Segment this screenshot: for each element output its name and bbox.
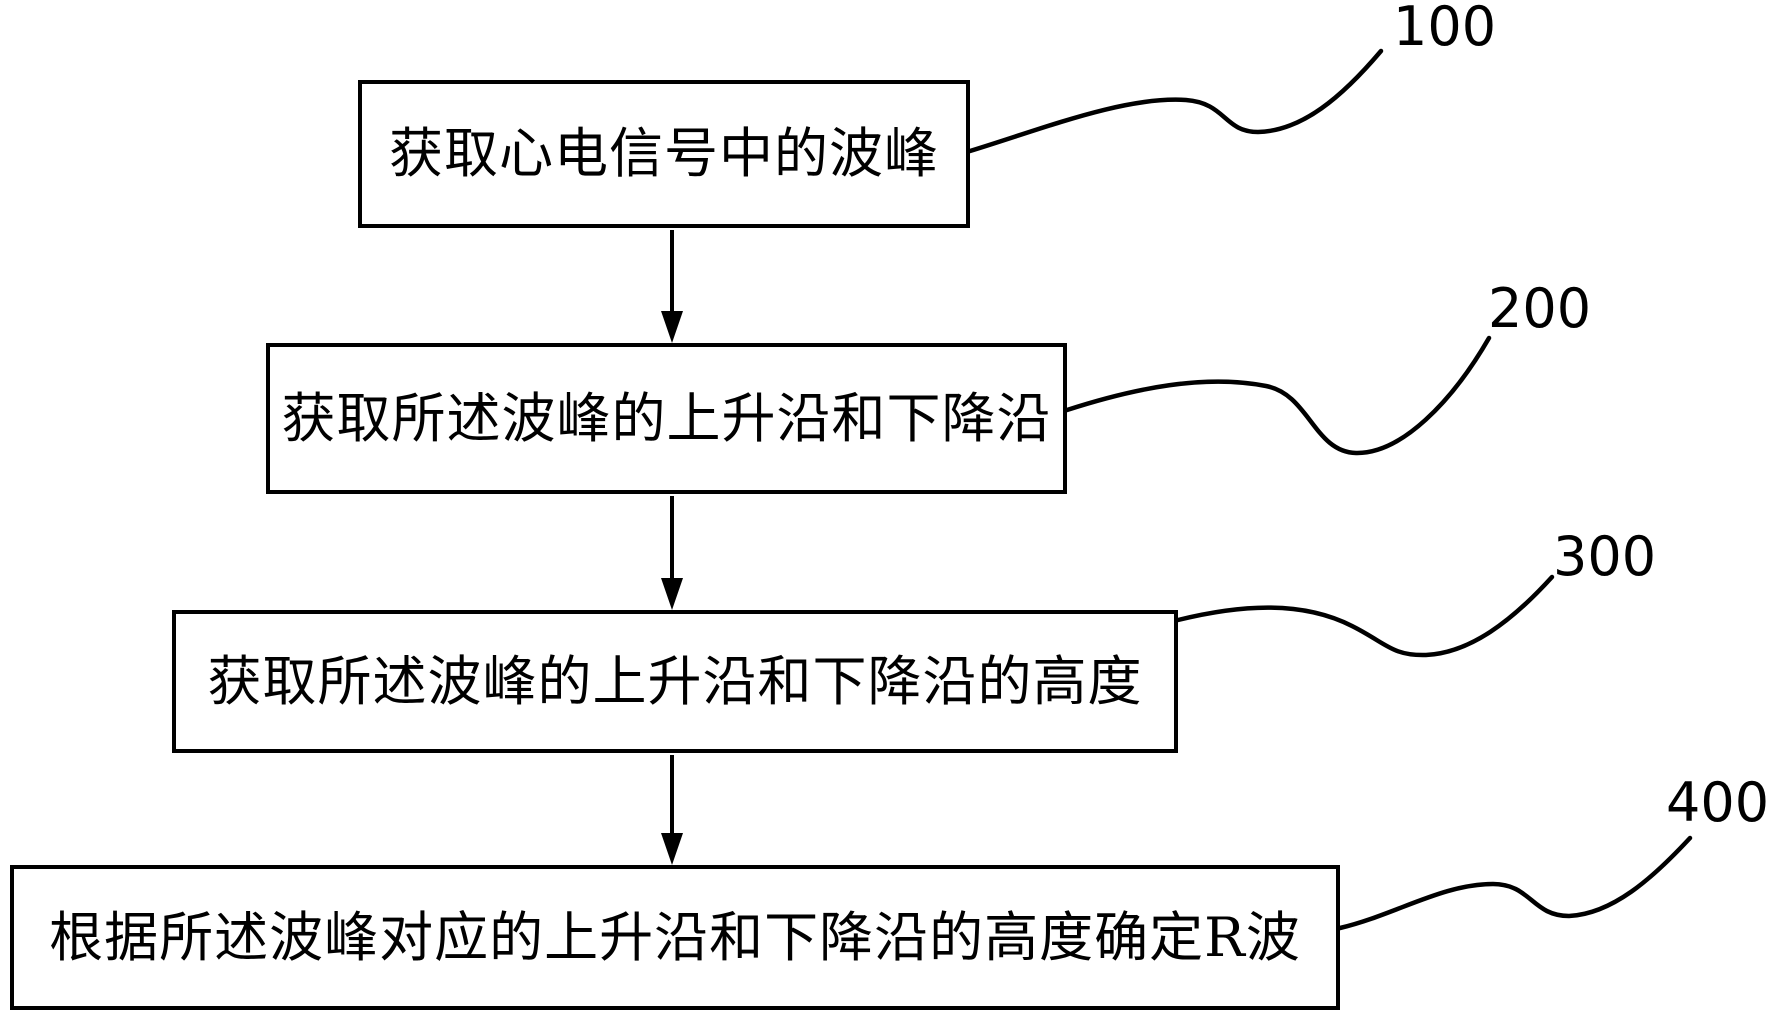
ref-number-200: 200 bbox=[1488, 277, 1592, 340]
flow-arrow-2 bbox=[661, 496, 683, 610]
leader-line-100 bbox=[967, 48, 1384, 154]
flow-arrow-1 bbox=[661, 230, 683, 343]
flow-step-2-label: 获取所述波峰的上升沿和下降沿 bbox=[281, 386, 1052, 450]
flow-step-1-label: 获取心电信号中的波峰 bbox=[389, 122, 939, 186]
leader-line-300 bbox=[1175, 574, 1555, 658]
flow-step-3-box: 获取所述波峰的上升沿和下降沿的高度 bbox=[172, 610, 1178, 753]
leader-line-200 bbox=[1064, 335, 1492, 456]
ref-number-400: 400 bbox=[1666, 771, 1768, 834]
flow-step-1-box: 获取心电信号中的波峰 bbox=[358, 80, 970, 228]
leader-line-400 bbox=[1337, 835, 1693, 931]
arrowhead-icon bbox=[661, 833, 683, 865]
ref-number-300: 300 bbox=[1553, 525, 1657, 588]
flow-step-2-box: 获取所述波峰的上升沿和下降沿 bbox=[266, 343, 1067, 494]
flow-arrow-3 bbox=[661, 755, 683, 865]
ref-number-100: 100 bbox=[1393, 0, 1497, 58]
flow-step-3-label: 获取所述波峰的上升沿和下降沿的高度 bbox=[207, 649, 1143, 713]
arrowhead-icon bbox=[661, 578, 683, 610]
arrowhead-icon bbox=[661, 311, 683, 343]
flow-step-4-box: 根据所述波峰对应的上升沿和下降沿的高度确定R波 bbox=[10, 865, 1340, 1010]
flow-step-4-label: 根据所述波峰对应的上升沿和下降沿的高度确定R波 bbox=[49, 905, 1301, 969]
